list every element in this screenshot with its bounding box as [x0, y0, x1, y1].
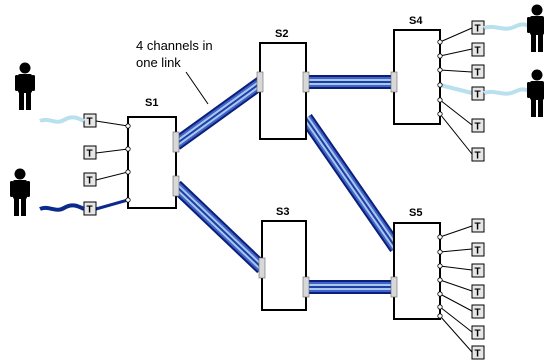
terminal-s1-2-label: T	[87, 149, 93, 160]
switch-s4: S4	[390, 15, 441, 125]
switch-s3: S3	[258, 206, 310, 311]
terminal-s5-6: T	[471, 325, 485, 340]
terminal-s4-4-label: T	[475, 90, 481, 101]
terminal-s5-4: T	[471, 284, 485, 299]
terminal-s5-4-label: T	[475, 288, 481, 299]
terminal-s5-6-label: T	[475, 329, 481, 340]
person-icon	[10, 168, 30, 216]
person-icon	[527, 4, 544, 52]
terminal-s5-3-label: T	[475, 267, 481, 278]
terminal-s4-2: T	[471, 42, 485, 57]
terminal-s4-4: T	[471, 86, 485, 101]
terminal-s1-4-label: T	[87, 205, 93, 216]
terminal-s1-2: T	[83, 145, 97, 160]
switch-s3-label: S3	[276, 206, 289, 218]
switch-s1: S1	[127, 97, 180, 209]
terminal-s5-5: T	[471, 304, 485, 319]
annotation-line-2: one link	[136, 55, 181, 70]
terminal-s4-3-label: T	[475, 68, 481, 79]
terminal-s1-1: T	[83, 113, 97, 128]
link-s1-s3	[171, 180, 267, 274]
terminal-s5-2: T	[471, 242, 485, 257]
switch-s1-label: S1	[145, 97, 158, 109]
terminal-s5-7: T	[471, 345, 485, 360]
switch-s4-label: S4	[409, 15, 423, 27]
link-s1-s2	[171, 76, 267, 150]
signal-light-s4-2	[483, 87, 535, 96]
switch-s2: S2	[256, 28, 310, 140]
terminal-s1-1-label: T	[87, 117, 93, 128]
signal-light-s1	[39, 115, 85, 124]
terminal-s1-3: T	[83, 172, 97, 187]
terminal-s5-2-label: T	[475, 246, 481, 257]
signal-light-s4-1	[483, 22, 535, 31]
annotation-line-1: 4 channels in	[136, 38, 213, 53]
terminal-s5-3: T	[471, 263, 485, 278]
person-icon	[527, 69, 544, 117]
terminal-s5-1-label: T	[475, 222, 481, 233]
person-icon	[15, 62, 35, 110]
s4-terminals: T T T T T T	[437, 20, 485, 162]
terminal-s4-3: T	[471, 64, 485, 79]
terminal-s1-3-label: T	[87, 176, 93, 187]
link-s2-s5	[300, 114, 402, 252]
terminal-s4-6-label: T	[475, 151, 481, 162]
terminal-s4-5-label: T	[475, 122, 481, 133]
terminal-s4-1-label: T	[475, 24, 481, 35]
terminal-s5-1: T	[471, 218, 485, 233]
switch-s5: S5	[390, 207, 441, 320]
signal-dark-s1	[39, 203, 85, 212]
terminal-s5-5-label: T	[475, 308, 481, 319]
terminal-s4-2-label: T	[475, 46, 481, 57]
s5-terminals: T T T T T T T	[437, 218, 485, 360]
terminal-s4-5: T	[471, 118, 485, 133]
terminal-s4-6: T	[471, 147, 485, 162]
terminal-s1-4: T	[83, 201, 97, 216]
switch-s2-label: S2	[275, 28, 288, 40]
terminal-s4-1: T	[471, 20, 485, 35]
annotation-pointer	[185, 71, 209, 105]
switch-s5-label: S5	[409, 207, 422, 219]
s1-terminals: T T T T	[83, 113, 131, 216]
terminal-s5-7-label: T	[475, 349, 481, 360]
